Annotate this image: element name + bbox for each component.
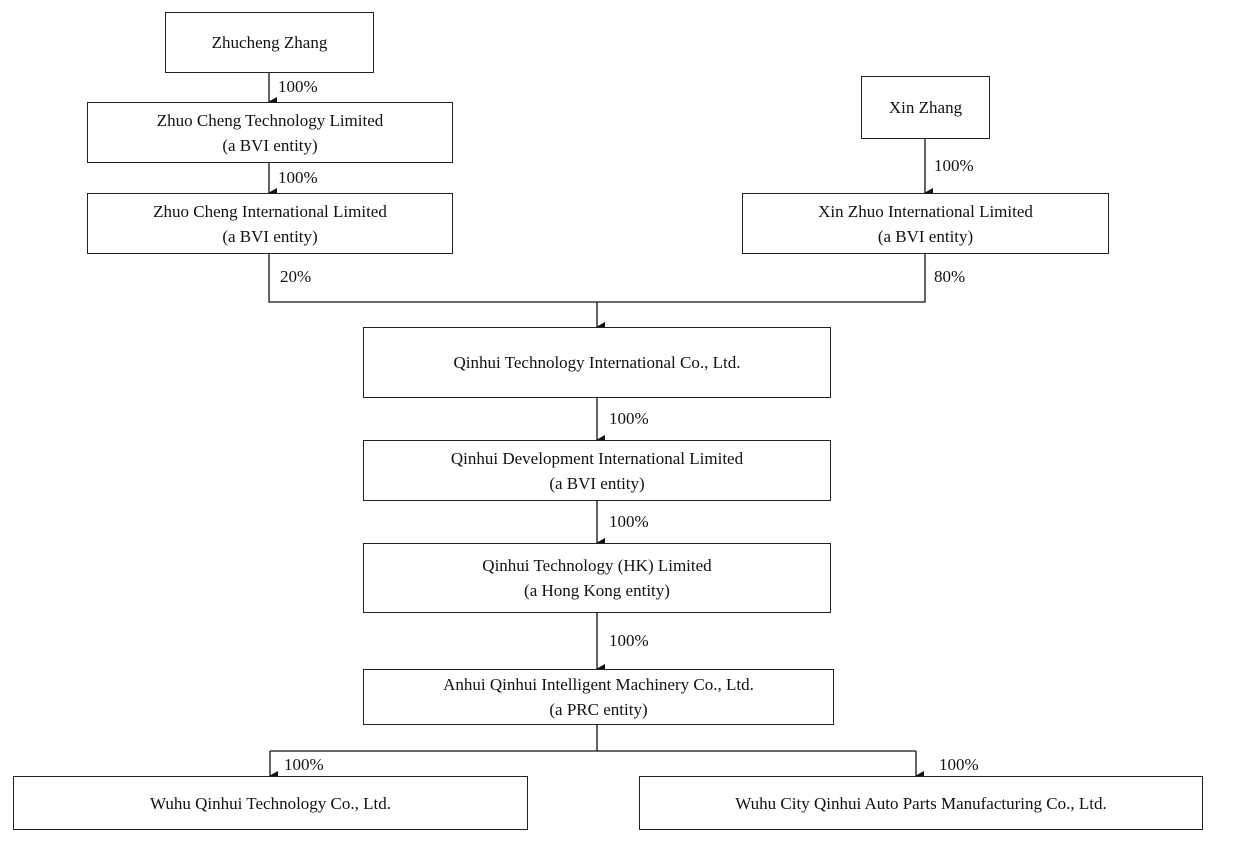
ownership-label: 80% [934,267,966,286]
entity-xin-zhang: Xin Zhang [861,76,990,139]
entity-subtitle: (a BVI entity) [549,473,645,493]
ownership-label: 100% [278,168,318,187]
entity-name: Xin Zhang [888,98,963,117]
ownership-label: 100% [609,409,649,428]
entity-name: Zhuo Cheng International Limited [153,201,387,221]
ownership-label: 100% [934,156,974,175]
entity-anhui-qinhui-intelligent-machinery: Anhui Qinhui Intelligent Machinery Co., … [363,669,834,725]
ownership-label: 100% [609,512,649,531]
entity-name: Zhuo Cheng Technology Limited [156,110,384,130]
entity-subtitle: (a PRC entity) [549,700,648,719]
line-anhui-branch [270,724,598,752]
entity-name: Wuhu Qinhui Technology Co., Ltd. [150,793,391,813]
entity-qinhui-technology-international: Qinhui Technology International Co., Ltd… [363,327,831,398]
ownership-label: 100% [284,755,324,774]
entity-zhuo-cheng-international: Zhuo Cheng International Limited (a BVI … [87,193,453,254]
entity-name: Qinhui Technology (HK) Limited [482,556,712,575]
line-zcintl-to-join [268,253,597,303]
entity-subtitle: (a BVI entity) [877,226,974,246]
entity-name: Qinhui Technology International Co., Ltd… [453,353,741,372]
ownership-label: 20% [280,267,312,286]
entity-qinhui-development-international: Qinhui Development International Limited… [363,440,831,501]
entity-name: Zhucheng Zhang [211,33,328,52]
entity-subtitle: (a BVI entity) [222,135,318,155]
entity-xin-zhuo-international: Xin Zhuo International Limited (a BVI en… [742,193,1109,254]
entity-wuhu-qinhui-technology: Wuhu Qinhui Technology Co., Ltd. [13,776,528,830]
entity-subtitle: (a BVI entity) [222,226,318,246]
entity-subtitle: (a Hong Kong entity) [524,581,670,600]
entity-name: Qinhui Development International Limited [450,448,744,468]
entity-qinhui-technology-hk: Qinhui Technology (HK) Limited (a Hong K… [363,543,831,613]
ownership-label: 100% [278,77,318,96]
entity-name: Anhui Qinhui Intelligent Machinery Co., … [443,675,754,694]
entity-name: Xin Zhuo International Limited [818,201,1033,221]
entity-name: Wuhu City Qinhui Auto Parts Manufacturin… [735,793,1107,813]
entity-zhucheng-zhang: Zhucheng Zhang [165,12,374,73]
entity-wuhu-city-qinhui-auto-parts: Wuhu City Qinhui Auto Parts Manufacturin… [639,776,1203,830]
ownership-label: 100% [609,631,649,650]
line-xzintl-to-join [597,253,926,303]
entity-zhuo-cheng-technology: Zhuo Cheng Technology Limited (a BVI ent… [87,102,453,163]
ownership-label: 100% [939,755,979,774]
